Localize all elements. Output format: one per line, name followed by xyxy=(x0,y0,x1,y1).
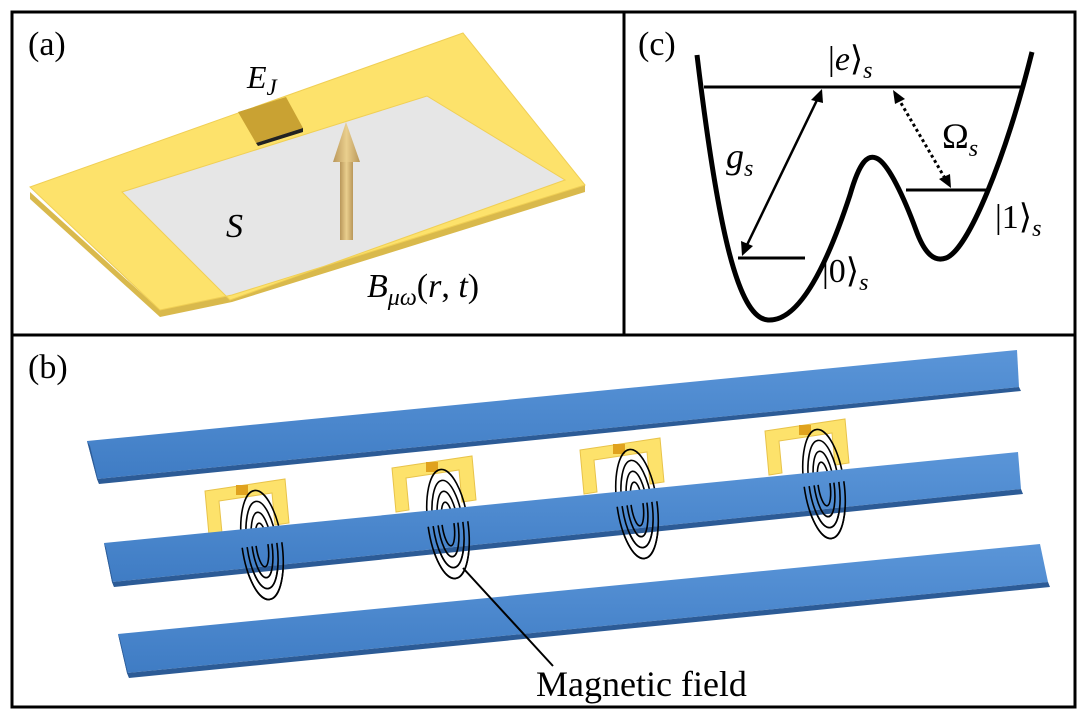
magnetic-field-pointer xyxy=(462,567,554,667)
josephson-junction xyxy=(238,97,303,143)
outer-border xyxy=(10,10,1077,709)
junction-label: EJ xyxy=(246,59,279,100)
double-well-potential xyxy=(694,51,1035,323)
waveguide-bottom xyxy=(118,544,1050,678)
junction-2 xyxy=(426,462,438,472)
transmon-2 xyxy=(391,455,477,513)
panel-a: (a) EJ S Bμω(r, t) xyxy=(28,26,586,317)
coupling-g-arrow xyxy=(741,89,823,256)
magnetic-field-label: Magnetic field xyxy=(536,664,747,704)
superconducting-loop xyxy=(29,32,586,311)
panel-b-label: (b) xyxy=(28,349,68,386)
junction-4 xyxy=(799,425,811,435)
label-zero-state: |0⟩s xyxy=(822,253,868,296)
junction-edge xyxy=(256,128,303,146)
transmon-3 xyxy=(579,437,665,495)
waveguide-middle xyxy=(104,452,1023,587)
panel-c-label: (c) xyxy=(638,26,676,63)
field-rings-front xyxy=(241,481,847,601)
label-omega: Ωs xyxy=(942,116,978,162)
waveguide-top xyxy=(87,350,1021,484)
figure-frame xyxy=(10,10,1077,709)
transmon-array xyxy=(204,418,850,536)
coupling-omega-arrow xyxy=(893,90,951,188)
label-excited-state: |e⟩s xyxy=(828,41,873,84)
label-g: gs xyxy=(726,136,753,182)
panel-a-label: (a) xyxy=(28,26,66,63)
junction-3 xyxy=(613,444,625,454)
junction-1 xyxy=(236,485,248,495)
panel-b: (b) xyxy=(28,349,1050,704)
area-label: S xyxy=(226,208,243,245)
field-label: Bμω(r, t) xyxy=(367,268,479,311)
loop-side-faces xyxy=(30,185,585,317)
field-arrow xyxy=(333,122,360,240)
transmon-4 xyxy=(764,418,850,476)
panel-c: (c) |e⟩s |1⟩s |0⟩s gs Ωs xyxy=(638,26,1041,323)
label-one-state: |1⟩s xyxy=(995,199,1041,242)
